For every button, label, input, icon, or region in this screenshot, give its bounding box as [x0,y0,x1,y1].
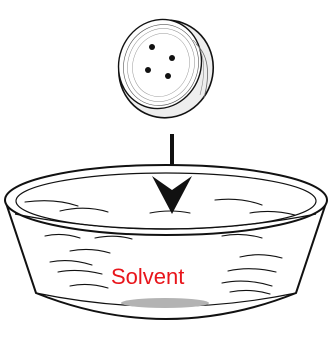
sediment [121,298,209,308]
button-hole [145,67,151,73]
button-hole [165,73,171,79]
button-icon [105,7,227,131]
solvent-label: Solvent [111,264,184,289]
bowl: Solvent [5,165,327,319]
button-hole [169,55,175,61]
button-hole [149,44,155,50]
